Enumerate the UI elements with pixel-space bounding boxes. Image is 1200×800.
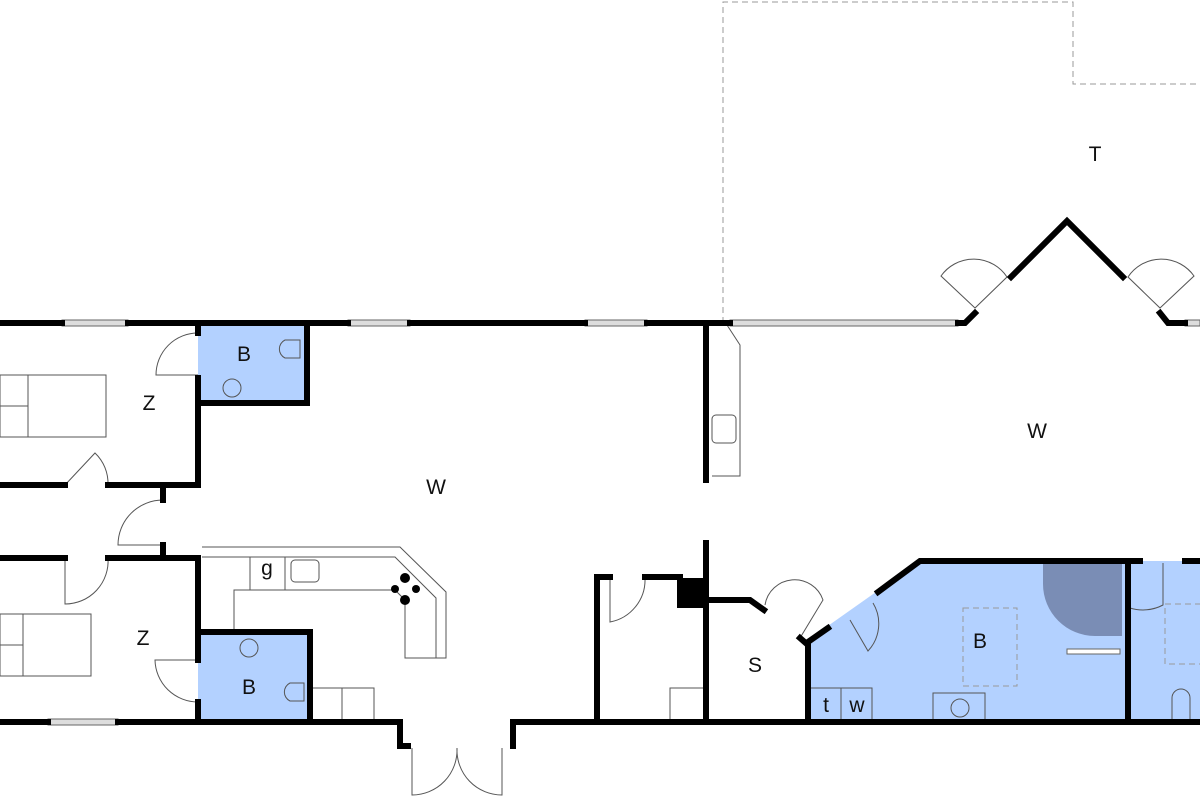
door-icon [64, 452, 109, 486]
room-label-bath-large: B [973, 630, 987, 653]
chimney-block [677, 578, 706, 608]
room-label-storage: S [748, 654, 762, 677]
room-label-bedroom-top: Z [143, 392, 156, 415]
laundry-counter [810, 687, 873, 722]
room-labels: T W W Z Z B B B S g t w [137, 143, 1102, 717]
kitchen-cabinets [310, 687, 375, 722]
door-icon [1129, 563, 1164, 611]
door-icon [1127, 258, 1195, 309]
door-icon [940, 258, 1008, 309]
washbasin-icon [950, 698, 970, 718]
door-icon [155, 332, 199, 376]
door-icon [154, 659, 199, 703]
walls [0, 216, 1200, 749]
bath-top-floor [198, 323, 307, 403]
ceiling-feature [1164, 603, 1200, 665]
island-counter [712, 324, 741, 477]
door-icon [117, 499, 164, 546]
room-label-living-right: W [1027, 420, 1047, 443]
bed-bottom [0, 613, 92, 677]
room-label-bath-top: B [237, 343, 251, 366]
kitchen-counter [202, 546, 447, 659]
bed-top [0, 374, 107, 438]
room-label-bedroom-bottom: Z [137, 627, 150, 650]
room-label-terrace: T [1089, 143, 1102, 166]
bath-bottom-floor [198, 632, 310, 722]
kitchen-sink [290, 559, 320, 583]
dryer-label: t [823, 694, 829, 717]
closet-shelf [669, 687, 705, 723]
door-icon [609, 577, 646, 623]
room-label-bath-bottom: B [242, 676, 256, 699]
door-icon [64, 557, 109, 605]
toilet-icon [278, 339, 301, 359]
furniture [0, 324, 1200, 723]
door-icon [764, 579, 824, 639]
terrace-outline [722, 1, 1200, 323]
stove-icon [391, 573, 420, 605]
toilet-icon [1171, 688, 1191, 720]
doors [64, 258, 1195, 796]
ceiling-feature [962, 607, 1018, 687]
washer-label: w [848, 694, 865, 717]
door-icon [849, 602, 880, 652]
toilet-icon [283, 682, 305, 702]
bath-right-floor [1128, 561, 1200, 722]
shower-area [1043, 561, 1122, 636]
kitchen-fixture-label: g [261, 557, 273, 580]
bar-sink [711, 414, 737, 444]
room-label-living-left: W [426, 476, 446, 499]
door-icon [411, 747, 503, 796]
